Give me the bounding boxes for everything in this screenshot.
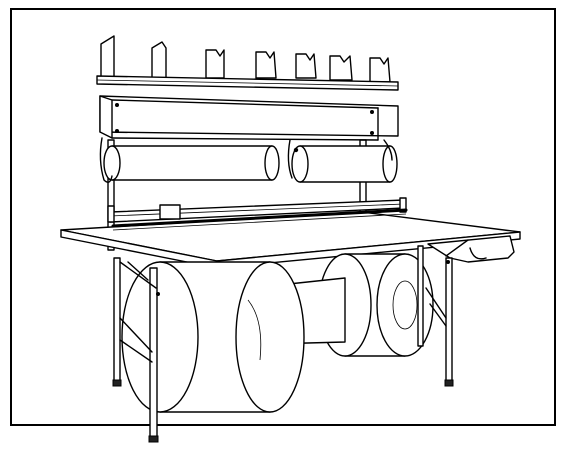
cutter-bar xyxy=(107,197,407,223)
shelf-dividers xyxy=(100,35,391,83)
upper-paper-roll-left xyxy=(99,137,280,183)
upper-paper-roll-right xyxy=(287,139,398,183)
table-legs xyxy=(112,239,469,443)
dispenser-beam xyxy=(99,95,399,141)
table-top xyxy=(60,208,521,269)
top-shelf xyxy=(96,75,399,91)
large-roll-front xyxy=(121,261,305,413)
